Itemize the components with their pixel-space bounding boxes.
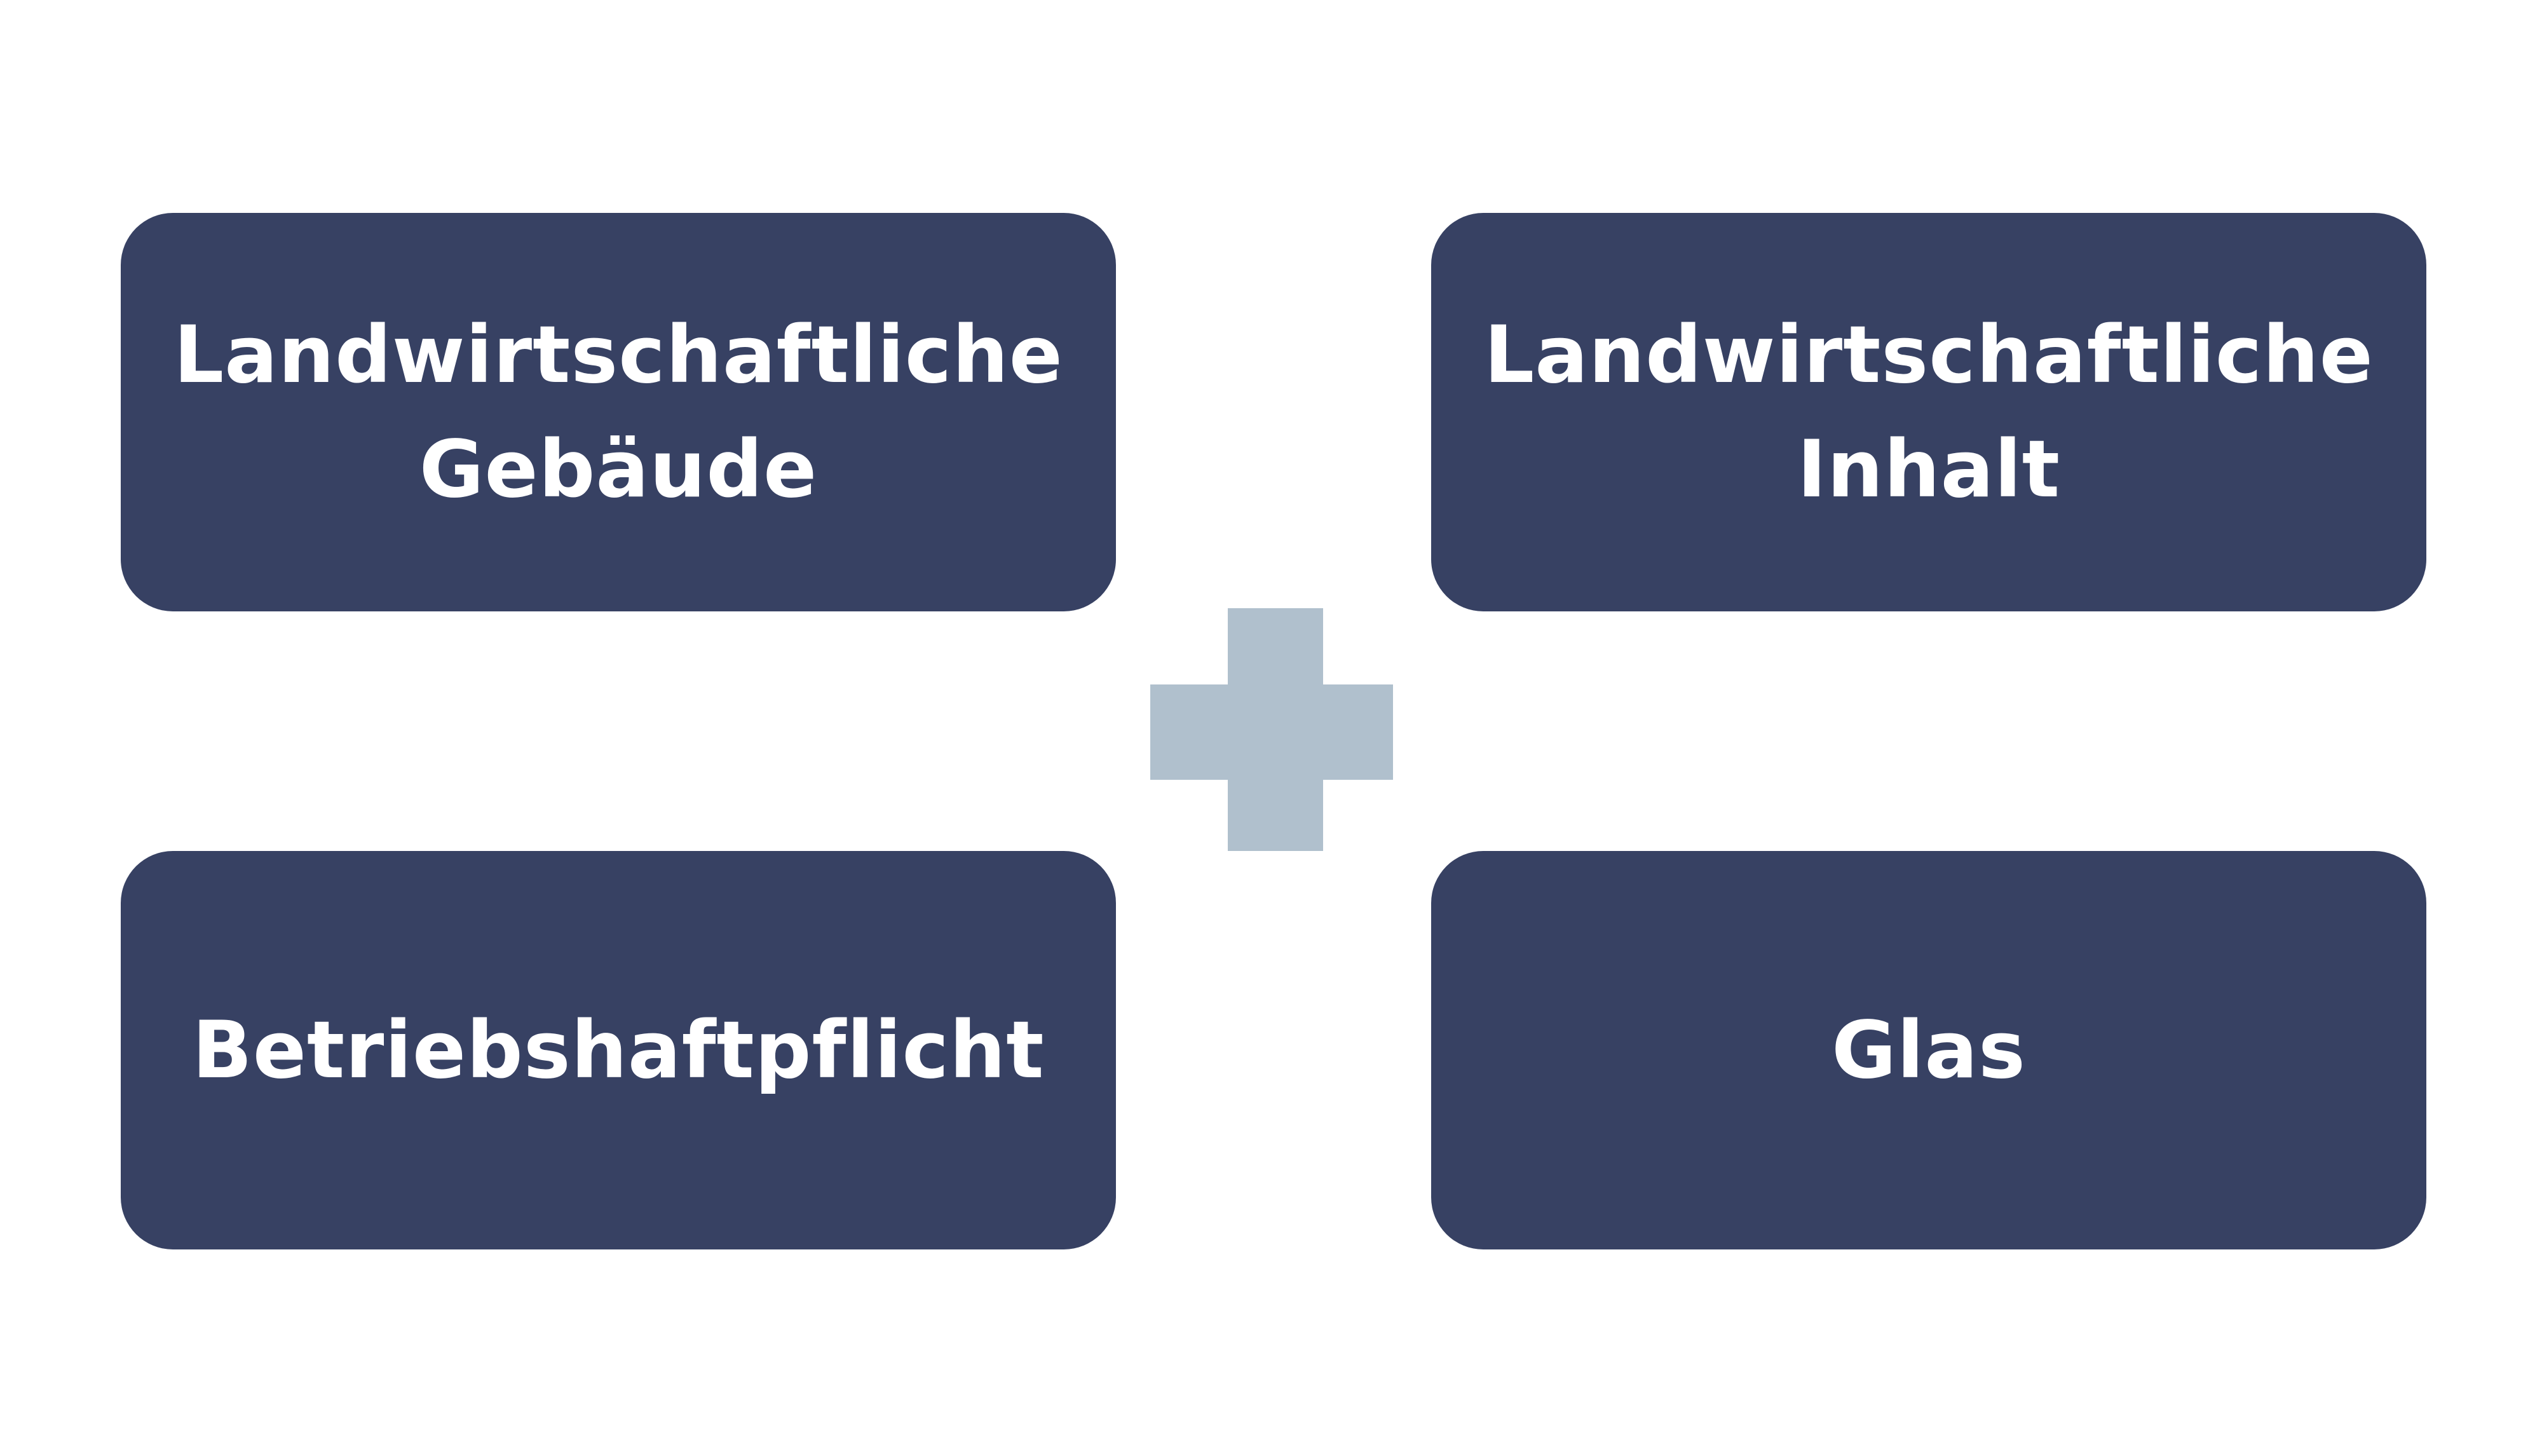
card-betriebshaftpflicht: Betriebshaftpflicht: [121, 851, 1116, 1249]
card-label-line-1: Landwirtschaftliche: [1484, 309, 2374, 401]
card-label-line-2: Gebäude: [419, 423, 818, 515]
card-label: Betriebshaftpflicht: [192, 993, 1044, 1108]
card-landwirtschaftliche-gebaeude: Landwirtschaftliche Gebäude: [121, 213, 1116, 611]
card-label-line-2: Inhalt: [1797, 423, 2061, 515]
plus-icon: [1150, 608, 1393, 851]
card-label: Glas: [1832, 993, 2026, 1108]
card-glas: Glas: [1431, 851, 2426, 1249]
card-label-line-1: Glas: [1832, 1004, 2026, 1096]
card-label: Landwirtschaftliche Gebäude: [173, 298, 1063, 527]
card-landwirtschaftliche-inhalt: Landwirtschaftliche Inhalt: [1431, 213, 2426, 611]
plus-icon-horizontal-bar: [1150, 684, 1393, 780]
card-label-line-1: Landwirtschaftliche: [173, 309, 1063, 401]
card-label-line-1: Betriebshaftpflicht: [192, 1004, 1045, 1096]
card-label: Landwirtschaftliche Inhalt: [1484, 298, 2374, 527]
